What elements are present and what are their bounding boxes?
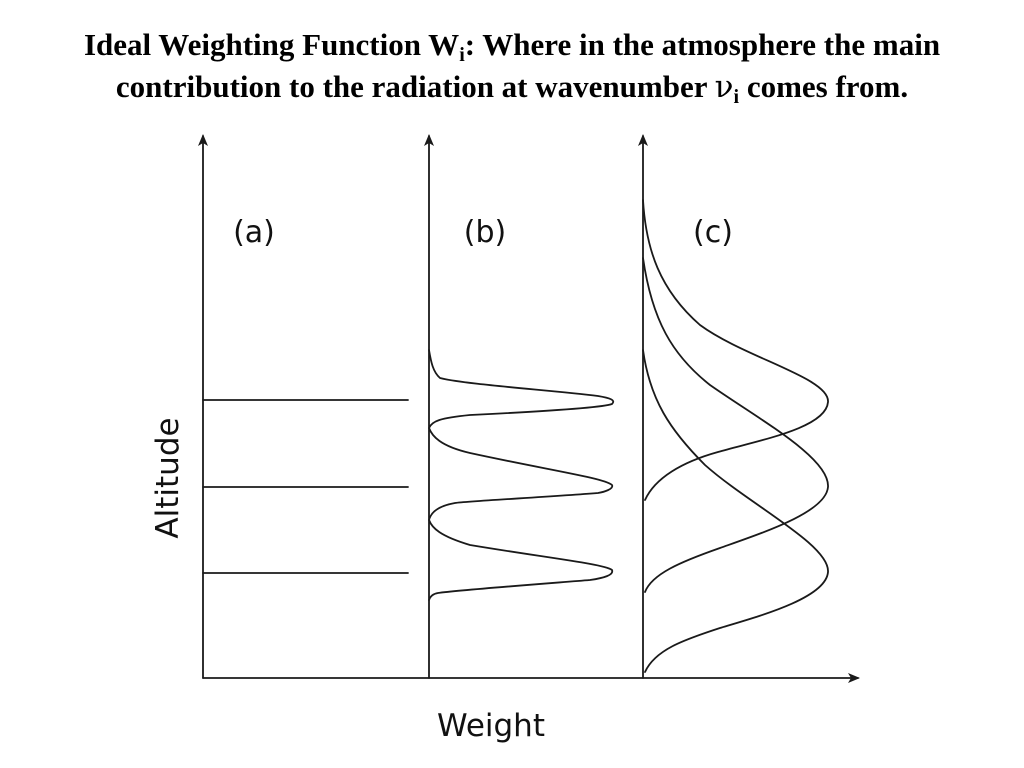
panel-b-curve xyxy=(428,349,615,601)
slide-title: Ideal Weighting Function Wi: Where in th… xyxy=(0,24,1024,108)
panel-c-curve-high xyxy=(642,199,829,501)
title-subscript-1: i xyxy=(459,44,465,66)
title-subscript-2: i xyxy=(733,86,740,108)
title-text-2a: contribution to the radiation at wavenum… xyxy=(115,69,715,104)
y-axis-label: Altitude xyxy=(150,417,186,538)
panel-a-label: (a) xyxy=(233,215,275,250)
title-text-1b: : Where in the atmosphere the main xyxy=(464,27,941,62)
x-axis-label: Weight xyxy=(437,708,545,744)
title-line-2: contribution to the radiation at wavenum… xyxy=(0,66,1024,108)
panel-c-label: (c) xyxy=(693,215,733,250)
title-text-1a: Ideal Weighting Function W xyxy=(83,27,460,62)
nu-symbol: ν xyxy=(714,69,734,105)
title-text-2b: comes from. xyxy=(739,69,909,104)
title-line-1: Ideal Weighting Function Wi: Where in th… xyxy=(0,24,1024,66)
panel-c-curve-low xyxy=(642,349,829,673)
panel-c-curve-middle xyxy=(642,257,829,593)
panel-b-label: (b) xyxy=(464,215,506,250)
